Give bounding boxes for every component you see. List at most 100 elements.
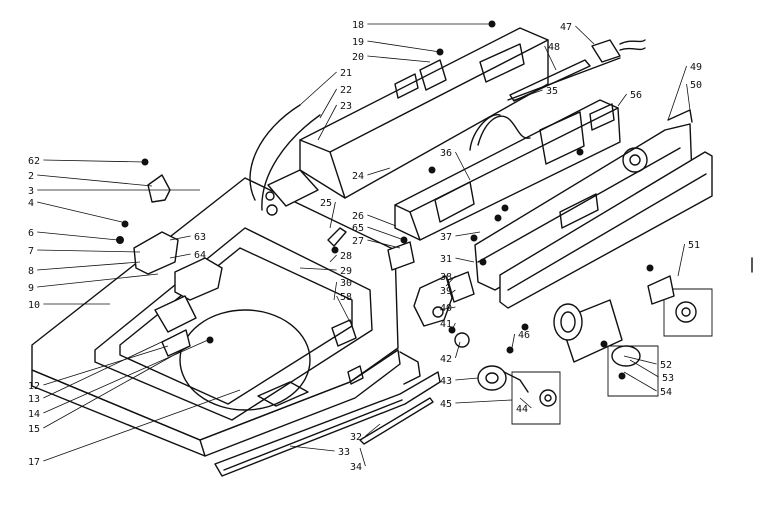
callout-label: 8 — [28, 266, 34, 277]
valve-cluster — [387, 241, 475, 348]
leader-line — [37, 261, 141, 271]
selector-knob-group — [607, 345, 659, 397]
leader-line — [359, 447, 366, 467]
callout-label: 24 — [352, 171, 364, 182]
hinge-bracket — [249, 104, 347, 247]
callout-labels: 1819202122232425262728293031323334353637… — [28, 20, 702, 473]
callout-label: 37 — [440, 232, 452, 243]
callout-label: 32 — [350, 432, 362, 443]
callout-label: 63 — [194, 232, 206, 243]
leader-line — [367, 55, 431, 63]
leader-line — [544, 45, 557, 71]
leader-line — [455, 399, 513, 404]
knob-group-lower — [477, 365, 561, 425]
leader-line — [329, 254, 337, 263]
leader-line — [333, 281, 337, 301]
leader-line — [329, 201, 336, 229]
leader-line — [367, 40, 441, 53]
callout-label: 36 — [440, 148, 452, 159]
leader-line — [623, 355, 657, 365]
leader-line — [367, 226, 405, 241]
callout-label: 9 — [28, 283, 34, 294]
callout-label: 6 — [28, 228, 34, 239]
leader-line — [455, 377, 479, 381]
leader-line — [519, 397, 532, 409]
leader-line — [365, 423, 381, 437]
callout-label: 47 — [560, 22, 572, 33]
leader-line — [317, 104, 337, 141]
callout-label: 64 — [194, 250, 206, 261]
leader-line — [336, 295, 351, 323]
callout-label: 62 — [28, 156, 40, 167]
callout-label: 39 — [440, 286, 452, 297]
leader-line — [289, 445, 335, 452]
control-console — [394, 99, 621, 241]
callout-label: 50 — [690, 80, 702, 91]
leader-line — [37, 201, 123, 223]
callout-label: 23 — [340, 101, 352, 112]
callout-label: 45 — [440, 399, 452, 410]
leader-line — [299, 267, 337, 271]
callout-label: 35 — [546, 86, 558, 97]
callout-label: 41 — [440, 319, 452, 330]
leader-line — [367, 239, 401, 249]
callout-label: 33 — [338, 447, 350, 458]
leader-line — [37, 249, 141, 253]
leader-line — [169, 253, 191, 259]
callout-label: 26 — [352, 211, 364, 222]
leader-line — [445, 275, 456, 287]
leader-line — [43, 345, 169, 386]
callout-label: 34 — [350, 462, 362, 473]
callout-label: 22 — [340, 85, 352, 96]
callout-label: 12 — [28, 381, 40, 392]
leader-line — [37, 273, 159, 288]
leader-line — [43, 337, 171, 399]
callout-label: 42 — [440, 354, 452, 365]
callout-label: 14 — [28, 409, 40, 420]
callout-label: 19 — [352, 37, 364, 48]
leader-line — [455, 151, 471, 181]
left-brackets — [116, 174, 223, 357]
callout-label: 30 — [340, 278, 352, 289]
callout-label: 21 — [340, 68, 352, 79]
leader-lines — [37, 23, 691, 467]
leader-line — [169, 235, 191, 241]
callout-label: 40 — [440, 303, 452, 314]
callout-label: 25 — [320, 198, 332, 209]
callout-label: 15 — [28, 424, 40, 435]
leader-line — [37, 174, 153, 187]
leader-line — [629, 359, 659, 378]
callout-label: 65 — [352, 223, 364, 234]
leader-line — [439, 306, 456, 311]
callout-label: 18 — [352, 20, 364, 31]
leader-line — [667, 65, 687, 121]
callout-label: 17 — [28, 457, 40, 468]
leader-line — [43, 339, 209, 414]
leader-line — [43, 159, 145, 163]
front-trim-strip — [214, 351, 441, 477]
callout-label: 28 — [340, 251, 352, 262]
callout-label: 29 — [340, 266, 352, 277]
callout-label: 51 — [688, 240, 700, 251]
callout-label: 49 — [690, 62, 702, 73]
leader-line — [37, 231, 119, 241]
leader-line — [43, 389, 241, 462]
tube-rod — [507, 39, 646, 102]
callout-label: 20 — [352, 52, 364, 63]
callout-label: 54 — [660, 387, 672, 398]
callout-label: 56 — [630, 90, 642, 101]
callout-label: 48 — [548, 42, 560, 53]
timer-motor — [553, 299, 623, 363]
knob-group-right — [646, 264, 713, 337]
console-body — [299, 27, 549, 199]
panel-trim — [499, 151, 713, 309]
leader-line — [319, 88, 337, 119]
leader-line — [455, 257, 475, 263]
wiring-harness — [469, 114, 531, 151]
leader-line — [455, 341, 461, 359]
callout-label: 53 — [662, 373, 674, 384]
callout-label: 27 — [352, 236, 364, 247]
leader-line — [686, 83, 691, 111]
